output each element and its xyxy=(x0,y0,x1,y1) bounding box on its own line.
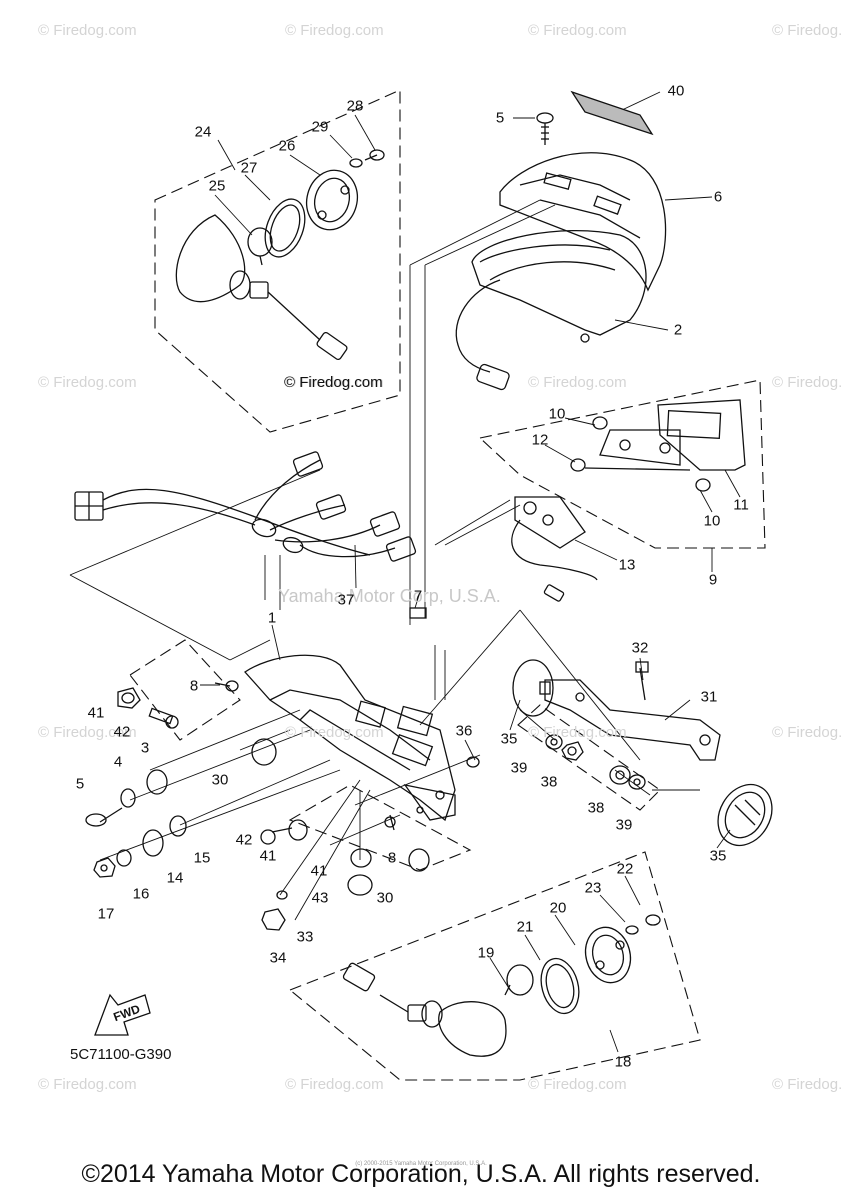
inline-watermark: © Firedog.com xyxy=(284,374,383,391)
callout-number: 2 xyxy=(673,321,683,339)
callout-number: 6 xyxy=(713,188,723,206)
callout-number: 26 xyxy=(278,137,296,155)
turn-signal-rear-right-group xyxy=(288,851,701,1081)
watermark: © Firedog.com xyxy=(772,1076,842,1093)
callout-number: 18 xyxy=(614,1053,632,1071)
callout-number: 21 xyxy=(516,918,534,936)
watermark: © Firedog.com xyxy=(528,22,627,39)
watermark: © Firedog.com xyxy=(285,22,384,39)
rear-fender-plate xyxy=(244,654,456,822)
callout-number: 34 xyxy=(269,949,287,967)
callout-number: 30 xyxy=(211,771,229,789)
turn-signal-lower-right xyxy=(342,914,661,1057)
watermark: © Firedog.com xyxy=(528,724,627,741)
callout-number: 42 xyxy=(235,831,253,849)
callout-number: 29 xyxy=(311,118,329,136)
callout-number: 12 xyxy=(531,431,549,449)
callout-number: 39 xyxy=(510,759,528,777)
callout-number: 24 xyxy=(194,123,212,141)
callout-number: 5 xyxy=(495,109,505,127)
callout-number: 15 xyxy=(193,849,211,867)
callout-number: 14 xyxy=(166,869,184,887)
washers-nuts-38-39 xyxy=(545,734,646,790)
watermark: © Firedog.com xyxy=(285,374,384,391)
bracket-31 xyxy=(544,661,721,761)
license-light-group xyxy=(478,379,766,549)
callout-number: 31 xyxy=(700,688,718,706)
callout-number: 10 xyxy=(548,405,566,423)
callout-number: 4 xyxy=(113,753,123,771)
callout-number: 23 xyxy=(584,879,602,897)
callout-number: 32 xyxy=(631,639,649,657)
callout-number: 3 xyxy=(140,739,150,757)
watermark: © Firedog.com xyxy=(772,724,842,741)
callout-leaders xyxy=(200,91,741,1053)
callout-number: 8 xyxy=(189,677,199,695)
watermark: © Firedog.com xyxy=(528,1076,627,1093)
callout-number: 41 xyxy=(259,847,277,865)
reflector-left xyxy=(512,659,554,717)
callout-number: 41 xyxy=(310,862,328,880)
callout-number: 38 xyxy=(587,799,605,817)
callout-number: 1 xyxy=(267,609,277,627)
callout-number: 5 xyxy=(75,775,85,793)
turn-signal-rear-left-group xyxy=(154,89,401,433)
taillight-lens xyxy=(455,229,647,391)
callout-number: 8 xyxy=(387,849,397,867)
copyright-notice: ©2014 Yamaha Motor Corporation, U.S.A. A… xyxy=(81,1160,761,1188)
callout-number: 33 xyxy=(296,928,314,946)
callout-number: 11 xyxy=(733,496,749,514)
turn-signal-upper-left xyxy=(175,149,385,361)
watermark: © Firedog.com xyxy=(772,374,842,391)
callout-number: 30 xyxy=(376,889,394,907)
callout-number: 19 xyxy=(477,944,495,962)
callout-number: 27 xyxy=(240,159,258,177)
callout-number: 16 xyxy=(132,885,150,903)
callout-number: 35 xyxy=(709,847,727,865)
diagram-code: 5C71100-G390 xyxy=(70,1046,172,1063)
callout-number: 13 xyxy=(618,556,636,574)
callout-number: 42 xyxy=(113,723,131,741)
watermark: © Firedog.com xyxy=(528,374,627,391)
callout-number: 9 xyxy=(708,571,718,589)
callout-number: 25 xyxy=(208,177,226,195)
small-parts-left xyxy=(85,607,480,931)
bracket-group-41-42 xyxy=(129,639,241,741)
bracket-group-35 xyxy=(517,704,661,811)
group-outlines xyxy=(129,89,766,1081)
callout-number: 28 xyxy=(346,97,364,115)
taillight-housing xyxy=(499,152,667,292)
yamaha-watermark: Yamaha Motor Corp, U.S.A. xyxy=(278,586,501,606)
watermark: © Firedog.com xyxy=(285,1076,384,1093)
screw-5-top xyxy=(536,112,554,145)
micro-copyright: (c) 2000-2015 Yamaha Motor Corporation, … xyxy=(355,1161,487,1167)
callout-number: 43 xyxy=(311,889,329,907)
watermark: © Firedog.com xyxy=(38,724,137,741)
callout-number: 17 xyxy=(97,905,115,923)
wire-harness xyxy=(74,451,417,562)
callout-number: 7 xyxy=(413,587,423,605)
callout-number: 36 xyxy=(455,722,473,740)
callout-number: 22 xyxy=(616,860,634,878)
watermark: © Firedog.com xyxy=(38,1076,137,1093)
leader-lines xyxy=(69,199,700,921)
reflector-strip xyxy=(570,90,654,136)
watermark: © Firedog.com xyxy=(38,374,137,391)
callout-number: 41 xyxy=(87,704,105,722)
watermark: © Firedog.com xyxy=(772,22,842,39)
callout-number: 40 xyxy=(667,82,685,100)
fwd-arrow-icon xyxy=(94,993,151,1036)
bracket-group-30-43 xyxy=(288,784,472,871)
license-light xyxy=(511,399,746,602)
callout-number: 20 xyxy=(549,899,567,917)
callout-number: 35 xyxy=(500,730,518,748)
reflector-right xyxy=(717,783,773,847)
watermark: © Firedog.com xyxy=(38,22,137,39)
callout-number: 39 xyxy=(615,816,633,834)
callout-number: 38 xyxy=(540,773,558,791)
callout-number: 10 xyxy=(703,512,721,530)
watermark: © Firedog.com xyxy=(285,724,384,741)
callout-number: 37 xyxy=(337,591,355,609)
